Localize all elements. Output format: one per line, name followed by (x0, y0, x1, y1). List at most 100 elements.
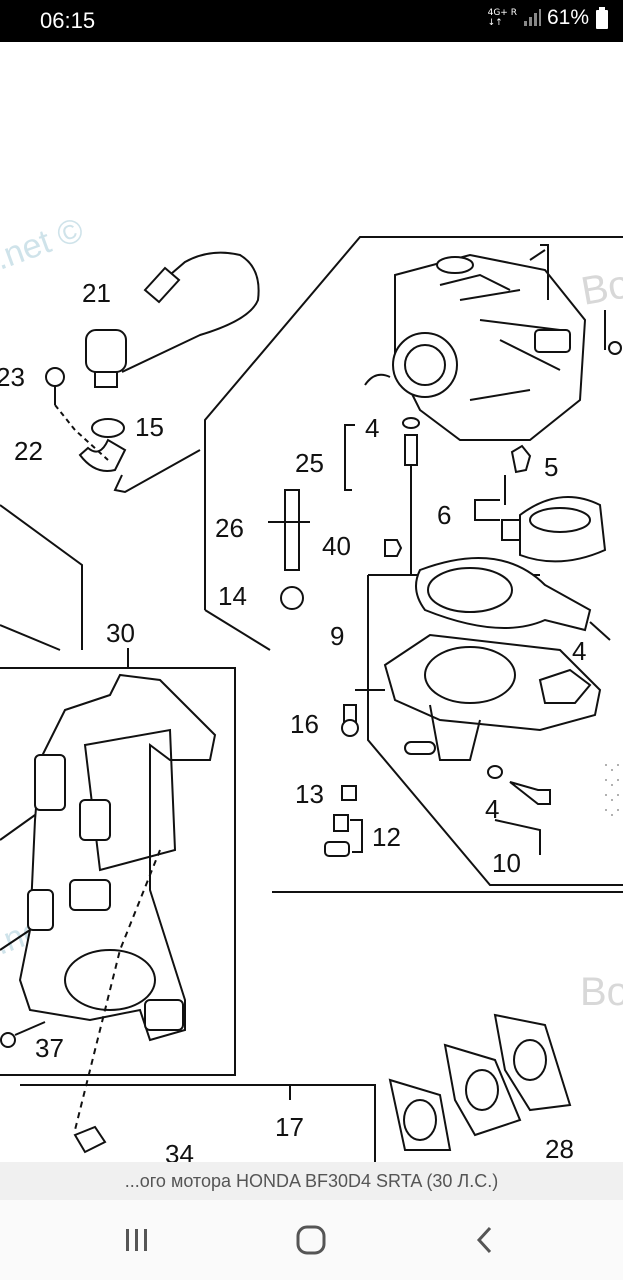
gasket-28c (493, 1013, 572, 1112)
oring-15 (91, 418, 125, 438)
signal-icon (523, 9, 541, 26)
base-plate-leg (429, 704, 481, 761)
label-28[interactable]: 28 (545, 1134, 574, 1162)
back-icon (476, 1226, 492, 1254)
leader-37 (14, 1021, 46, 1036)
leader-30-left (0, 814, 36, 841)
label-12[interactable]: 12 (372, 822, 401, 852)
label-21[interactable]: 21 (82, 278, 111, 308)
throttle-sensor (534, 329, 571, 353)
navigation-bar (0, 1200, 623, 1280)
network-arrows: ↓↑ (487, 18, 503, 28)
washer-4c (487, 765, 503, 779)
home-button[interactable] (281, 1218, 341, 1262)
assembly-30-foot (144, 999, 184, 1031)
base-plate-pocket (538, 668, 592, 704)
outline-upper (204, 236, 623, 610)
recents-button[interactable] (107, 1218, 167, 1262)
bracket-25 (344, 424, 355, 491)
part-6-clip (501, 519, 521, 541)
label-15[interactable]: 15 (135, 412, 164, 442)
status-time: 06:15 (40, 8, 96, 33)
throttle-cap (436, 256, 474, 274)
base-plate-hole (424, 646, 516, 704)
assembly-30-boss-4 (69, 879, 111, 911)
label-37[interactable]: 37 (35, 1033, 64, 1063)
nut-37 (0, 1032, 16, 1048)
parts-diagram[interactable]: .net © .net © Bo Bo (0, 42, 623, 1162)
sensor-21 (85, 329, 127, 373)
gasket-28a-hole (403, 1099, 437, 1141)
bolt-23-head (45, 367, 65, 387)
watermark-left: .net © (0, 211, 88, 278)
spring-13 (341, 785, 357, 801)
connector-21 (143, 266, 181, 304)
outline-upper-foot (204, 609, 271, 651)
guide-23 (54, 404, 109, 461)
back-button[interactable] (455, 1218, 515, 1262)
box-30 (0, 667, 236, 1076)
bracket-6 (474, 499, 500, 521)
label-34[interactable]: 34 (165, 1139, 194, 1162)
bracket-12 (350, 819, 363, 853)
throttle-bore-inner (404, 344, 446, 386)
leader-10 (494, 819, 541, 855)
sensor-21-base (94, 371, 118, 388)
assembly-30-boss-2 (79, 799, 111, 841)
ring-6-inner (529, 507, 591, 533)
part-40 (384, 539, 403, 557)
cable-21 (121, 251, 260, 373)
leader-22 (113, 449, 201, 494)
label-4c[interactable]: 4 (485, 794, 499, 824)
label-23[interactable]: 23 (0, 362, 25, 392)
pin-26 (284, 489, 300, 571)
gasket-9-hole (427, 567, 513, 613)
home-icon (296, 1225, 326, 1255)
part-5 (510, 444, 532, 474)
label-22[interactable]: 22 (14, 436, 43, 466)
throttle-bracket (540, 244, 549, 300)
assembly-30-boss-3 (27, 889, 54, 931)
seal-14 (280, 586, 304, 610)
outline-left-top (0, 504, 83, 650)
label-13[interactable]: 13 (295, 779, 324, 809)
label-30[interactable]: 30 (106, 618, 135, 648)
assembly-30-boss-1 (34, 754, 66, 811)
label-10[interactable]: 10 (492, 848, 521, 878)
screw-4c (509, 781, 551, 805)
label-5[interactable]: 5 (544, 452, 558, 482)
gasket-28b-hole (465, 1069, 499, 1111)
label-16[interactable]: 16 (290, 709, 319, 739)
throttle-hose (364, 373, 391, 386)
battery-icon (596, 7, 608, 29)
gasket-28c-hole (513, 1039, 547, 1081)
washer-4a (402, 417, 420, 429)
label-25[interactable]: 25 (295, 448, 324, 478)
screw-16-head (341, 719, 359, 737)
assembly-30 (18, 673, 217, 1042)
guide-34 (74, 849, 161, 1131)
outline-lower-right (367, 575, 623, 886)
part-34 (73, 1125, 107, 1154)
gasket-9 (415, 557, 592, 632)
network-type: 4G+ R (487, 8, 517, 18)
watermark-right-bottom: Bo (580, 970, 623, 1014)
gasket-28a (388, 1078, 452, 1151)
leader-30-left-2 (0, 929, 31, 951)
status-icons: 4G+ R ↓↑ 61% (488, 6, 609, 30)
label-4b[interactable]: 4 (572, 636, 586, 666)
box-17 (20, 1084, 376, 1162)
label-26[interactable]: 26 (215, 513, 244, 543)
label-6[interactable]: 6 (437, 500, 451, 530)
label-4a[interactable]: 4 (365, 413, 379, 443)
leader-4b (589, 621, 611, 641)
image-caption: ...ого мотора HONDA BF30D4 SRTA (30 Л.С.… (0, 1162, 623, 1200)
base-plate-10 (383, 633, 602, 732)
throttle-bore-outer (392, 332, 458, 398)
label-14[interactable]: 14 (218, 581, 247, 611)
label-17[interactable]: 17 (275, 1112, 304, 1142)
label-40[interactable]: 40 (322, 531, 351, 561)
ring-6 (519, 496, 607, 563)
label-9[interactable]: 9 (330, 621, 344, 651)
rod-25 (404, 434, 418, 466)
